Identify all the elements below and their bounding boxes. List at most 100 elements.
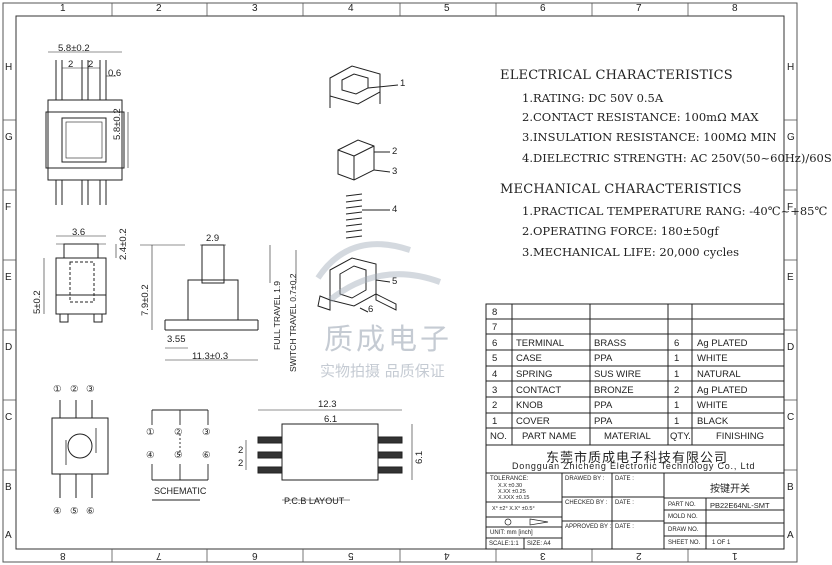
watermark-brand: 质成电子 xyxy=(324,322,453,356)
company-en: Dongguan Zhicheng Electronic Technology … xyxy=(512,461,756,471)
frame-row-right-H: H xyxy=(787,62,795,73)
bom-cell-finish: WHITE xyxy=(697,400,728,411)
pin-label-4: ④ xyxy=(53,506,62,517)
schematic xyxy=(151,409,209,501)
pin-label-1: ① xyxy=(53,384,62,395)
bom-cell-qty: 6 xyxy=(674,338,680,349)
bom-cell-no: 8 xyxy=(492,307,498,318)
dim-pcb-pitch: 2 xyxy=(238,445,244,456)
frame-row-left-E: E xyxy=(5,272,12,283)
pin-view xyxy=(51,400,109,498)
frame-col-top-1: 1 xyxy=(60,3,66,14)
company-cn: 东莞市质成电子科技有限公司 xyxy=(546,451,729,466)
mechanical-item-2: 2.OPERATING FORCE: 180±50gf xyxy=(522,224,719,238)
dim-front-knob: 2.9 xyxy=(206,233,220,244)
bom-cell-finish: NATURAL xyxy=(697,369,741,380)
pin-label-2: ② xyxy=(70,384,79,395)
mechanical-item-3: 3.MECHANICAL LIFE: 20,000 cycles xyxy=(522,245,740,259)
schematic-pin-2: ② xyxy=(174,427,183,438)
dim-top-pin: 0.6 xyxy=(108,68,122,79)
bom-grid xyxy=(485,303,785,446)
explode-label-5: 5 xyxy=(392,276,398,287)
electrical-item-3: 3.INSULATION RESISTANCE: 100MΩ MIN xyxy=(522,130,777,144)
mold-no-label: MOLD NO. xyxy=(668,514,698,520)
frame-col-bottom-7: 7 xyxy=(156,550,162,561)
tol-line-1: X.X ±0.30 xyxy=(498,483,523,489)
bom-cell-no: 2 xyxy=(492,400,498,411)
schematic-label: SCHEMATIC xyxy=(154,486,207,496)
bom-cell-qty: 1 xyxy=(674,353,680,364)
part-no-value: PB22E64NL-SMT xyxy=(710,501,770,510)
bom-cell-finish: WHITE xyxy=(697,353,728,364)
frame-col-bottom-8: 8 xyxy=(60,550,66,561)
frame-row-left-C: C xyxy=(5,412,13,423)
tolerance-label: TOLERANCE: xyxy=(490,476,529,482)
draw-no-label: DRAW NO. xyxy=(668,527,699,533)
frame-col-top-2: 2 xyxy=(156,3,162,14)
frame-row-left-B: B xyxy=(5,482,12,493)
approved-by-label: APPROVED BY : xyxy=(565,524,612,530)
title-cn: 按键开关 xyxy=(710,484,750,495)
electrical-item-2: 2.CONTACT RESISTANCE: 100mΩ MAX xyxy=(522,110,759,124)
drawn-by-label: DRAWED BY : xyxy=(565,476,605,482)
bom-cell-part: KNOB xyxy=(516,400,543,411)
schematic-pin-1: ① xyxy=(146,427,155,438)
pcb-layout-label: P.C.B LAYOUT xyxy=(284,496,345,506)
dim-side-body: 5±0.2 xyxy=(32,290,43,314)
dim-front-height: 7.9±0.2 xyxy=(140,284,151,316)
bom-cell-part: CASE xyxy=(516,353,542,364)
electrical-item-4: 4.DIELECTRIC STRENGTH: AC 250V(50~60Hz)/… xyxy=(522,151,832,165)
bom-header-material: MATERIAL xyxy=(604,431,651,442)
explode-label-2: 2 xyxy=(392,146,398,157)
bom-cell-qty: 1 xyxy=(674,416,680,427)
dim-side-width: 3.6 xyxy=(72,227,86,238)
sheet-value: 1 OF 1 xyxy=(712,540,731,546)
frame-row-left-G: G xyxy=(5,132,13,143)
checked-by-label: CHECKED BY : xyxy=(565,500,608,506)
bom-cell-finish: Ag PLATED xyxy=(697,338,748,349)
frame-row-left-A: A xyxy=(5,530,12,541)
frame-col-bottom-3: 3 xyxy=(540,550,546,561)
bom-header-finish: FINISHING xyxy=(716,431,765,442)
bom-header-qty: QTY. xyxy=(670,431,691,442)
bom-cell-no: 4 xyxy=(492,369,498,380)
side-view xyxy=(43,235,117,323)
dim-front-len: 11.3±0.3 xyxy=(192,351,229,362)
schematic-pin-3: ③ xyxy=(202,427,211,438)
bom-cell-no: 1 xyxy=(492,416,498,427)
bom-cell-no: 6 xyxy=(492,338,498,349)
approved-date-label: DATE : xyxy=(615,524,634,530)
frame-row-left-H: H xyxy=(5,62,13,73)
frame-row-right-D: D xyxy=(787,342,795,353)
tol-line-2: X.XX ±0.25 xyxy=(498,489,526,495)
dim-top-pitch: 2 xyxy=(68,59,74,70)
title-block-grid xyxy=(485,444,785,550)
frame-row-right-E: E xyxy=(787,272,794,283)
size-label: SIZE: A4 xyxy=(527,541,551,547)
drawn-date-label: DATE : xyxy=(615,476,634,482)
dim-pcb-total: 12.3 xyxy=(318,399,337,410)
dim-switch-travel: SWITCH TRAVEL 0.7±0.2 xyxy=(288,273,298,372)
pin-label-3: ③ xyxy=(86,384,95,395)
dim-top-pitch2: 2 xyxy=(88,59,94,70)
bom-header-no: NO. xyxy=(490,431,507,442)
bom-cell-material: BRONZE xyxy=(594,385,634,396)
tol-line-3: X.XXX ±0.15 xyxy=(498,495,530,501)
frame-row-left-F: F xyxy=(5,202,12,213)
frame-col-top-7: 7 xyxy=(636,3,642,14)
bom-cell-part: SPRING xyxy=(516,369,553,380)
bom-cell-material: PPA xyxy=(594,416,613,427)
bom-cell-qty: 2 xyxy=(674,385,680,396)
explode-label-3: 3 xyxy=(392,166,398,177)
explode-label-1: 1 xyxy=(400,78,406,89)
frame-row-right-C: C xyxy=(787,412,795,423)
frame-col-top-5: 5 xyxy=(444,3,450,14)
frame-row-right-F: F xyxy=(787,202,794,213)
frame-row-right-G: G xyxy=(787,132,795,143)
electrical-item-1: 1.RATING: DC 50V 0.5A xyxy=(522,91,664,105)
frame-col-top-3: 3 xyxy=(252,3,258,14)
schematic-pin-6: ⑥ xyxy=(202,450,211,461)
dim-front-offset: 3.55 xyxy=(167,334,186,345)
part-no-label: PART NO. xyxy=(668,502,696,508)
frame-row-right-A: A xyxy=(787,530,794,541)
